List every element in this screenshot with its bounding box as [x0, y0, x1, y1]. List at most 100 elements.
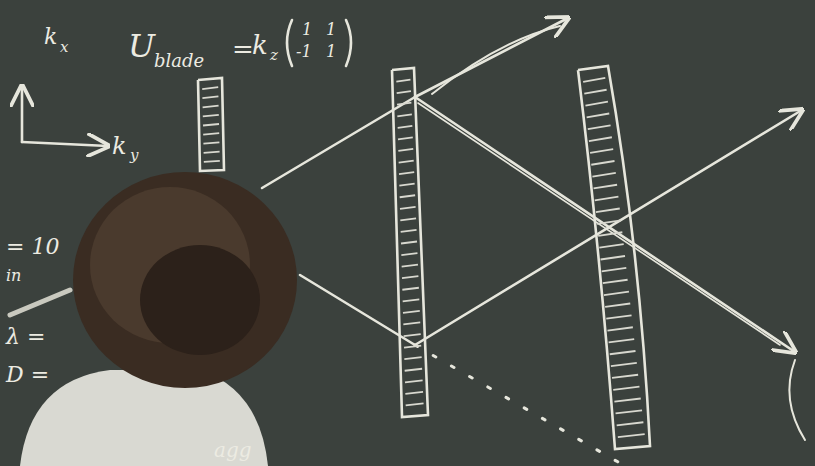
blade-stripe: [402, 265, 418, 267]
ray: [415, 18, 568, 97]
chalk-label: y: [130, 148, 138, 163]
chalk-label: U: [128, 30, 155, 62]
chalk-label: blade: [154, 52, 204, 70]
blade-stripe: [404, 357, 421, 359]
blade-stripe: [594, 185, 618, 189]
chalk-lines: [10, 18, 805, 466]
ky-axis: [22, 142, 108, 146]
dashed-ray: [415, 345, 625, 466]
chalk-label: in: [6, 268, 21, 284]
blade-stripe: [599, 244, 623, 248]
lecturer-hair: [73, 172, 297, 388]
blade-stripe: [605, 304, 630, 307]
blade-stripe: [603, 280, 628, 283]
blade-stripe: [401, 242, 417, 244]
blade-stripe: [203, 133, 219, 134]
paren: [287, 20, 292, 66]
paren: [346, 20, 351, 66]
blade-stripe: [399, 161, 414, 163]
blade-stripe: [398, 137, 413, 139]
blade-stripe: [203, 115, 219, 117]
chalk-label: 1: [326, 22, 336, 38]
blade-stripe: [401, 253, 417, 255]
blade-stripe: [401, 230, 417, 232]
blade-stripe: [204, 161, 220, 162]
blade-stripe: [606, 315, 631, 318]
blade-stripe: [405, 380, 423, 382]
blade-stripe: [598, 232, 622, 236]
blade-stripe: [402, 276, 418, 278]
blade-stripe: [583, 78, 605, 82]
chalk-label: =: [232, 36, 254, 62]
blade-stripe: [396, 80, 410, 82]
blade-outline: [578, 66, 650, 449]
blade-stripe: [202, 87, 218, 89]
blade-stripe: [602, 268, 627, 271]
lecturer-shirt: [20, 370, 268, 466]
chalk-curve: [789, 360, 805, 440]
blade-stripe: [204, 152, 220, 153]
chalk-label: agg: [214, 440, 252, 460]
blade-stripe: [397, 91, 411, 93]
kx-axis: [21, 86, 24, 142]
blade-stripe: [612, 375, 638, 378]
blade-stripe: [587, 114, 610, 118]
blade-stripe: [203, 106, 219, 108]
blade-stripe: [609, 339, 635, 342]
chalk-label: k: [252, 32, 268, 58]
blade-stripe: [613, 387, 639, 390]
blade-stripe: [616, 410, 643, 413]
blade-stripe: [398, 149, 413, 151]
blade-stripe: [404, 334, 421, 336]
blade-stripe: [596, 209, 620, 213]
lecturer-hair: [140, 245, 260, 355]
blade-stripe: [588, 125, 611, 129]
blade-stripe: [406, 403, 424, 405]
blade-stripe: [592, 173, 615, 177]
blade-outline: [198, 78, 224, 171]
blade-stripe: [591, 161, 614, 165]
blade-stripe: [400, 207, 416, 209]
blade-stripe: [607, 327, 632, 330]
blade-stripe: [614, 399, 640, 402]
blade-stripe: [604, 292, 629, 295]
ray: [432, 26, 560, 94]
blade-stripe: [399, 184, 414, 186]
chalk-label: 1: [302, 22, 312, 38]
blade-stripe: [584, 90, 606, 94]
blade-stripe: [610, 351, 636, 354]
lecturer: [20, 172, 297, 466]
chalk-label: λ =: [6, 326, 45, 348]
blade-stripe: [618, 434, 645, 437]
blade-stripe: [403, 311, 420, 313]
blade-stripe: [403, 322, 420, 324]
blade-stripe: [202, 96, 218, 98]
blade-stripe: [398, 126, 413, 128]
chalk-label: k: [44, 26, 57, 48]
blade-outline: [392, 68, 428, 417]
blade-stripe: [397, 103, 411, 105]
blade-stripe: [405, 369, 422, 371]
chalk-label: D =: [6, 364, 49, 386]
chalk-stroke: [10, 290, 70, 315]
blade-stripe: [402, 288, 419, 290]
blade-stripe: [400, 195, 415, 197]
blade-stripe: [585, 102, 607, 106]
blade-stripe: [590, 149, 613, 153]
blade-stripe: [203, 142, 219, 143]
chalk-label: 1: [326, 44, 336, 60]
blade-stripe: [595, 197, 619, 201]
ray: [415, 110, 802, 345]
blade-stripe: [617, 422, 644, 425]
blade-stripe: [601, 256, 626, 260]
blade-stripe: [403, 299, 420, 301]
chalk-label: x: [60, 40, 68, 55]
blade-stripe: [611, 363, 637, 366]
blade-stripe: [589, 137, 612, 141]
blade-stripe: [397, 114, 412, 116]
chalk-label: -1: [296, 44, 312, 60]
blade-stripe: [203, 124, 219, 126]
blade-stripe: [405, 392, 423, 394]
chalk-label: = 10: [6, 236, 59, 258]
